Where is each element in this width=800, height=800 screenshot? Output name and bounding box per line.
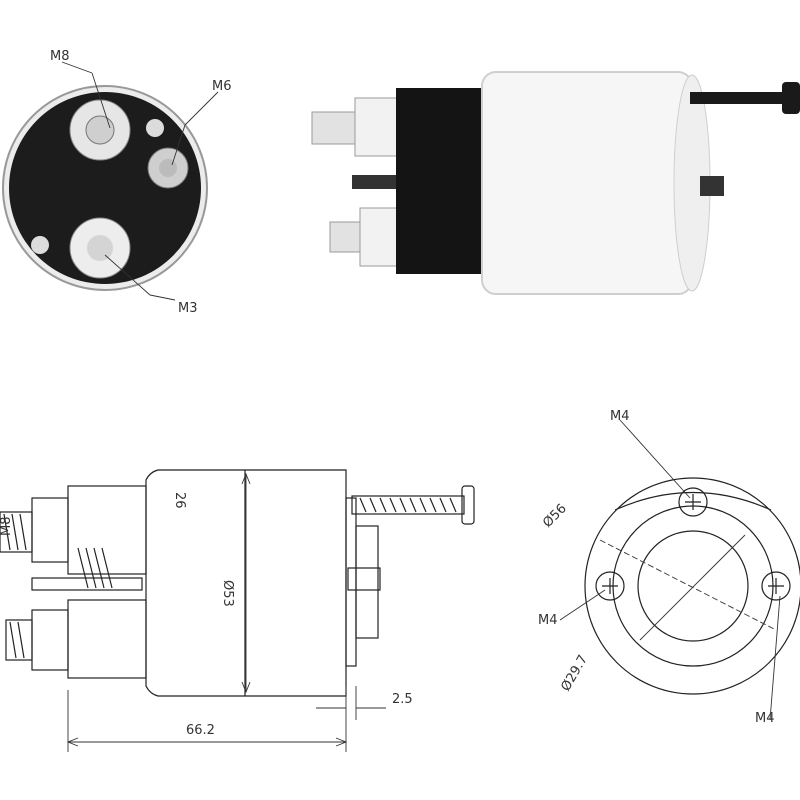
- dim-dia-29-7: Ø29.7: [558, 653, 591, 694]
- dim-gap-2-5: 2.5: [392, 692, 413, 707]
- front-view-drawing: M4 M4 M4 Ø56 Ø29.7: [538, 409, 800, 726]
- dim-length-66-2: 66.2: [186, 723, 215, 738]
- dim-dia-56: Ø56: [540, 501, 570, 531]
- label-m3: M3: [178, 301, 198, 316]
- label-m4-top: M4: [610, 409, 630, 424]
- screw-right: [761, 571, 791, 601]
- side-view-photo: [311, 71, 800, 295]
- side-view-drawing: Ø53 26 2.5 66.2 M8: [0, 469, 475, 752]
- label-m8-side: M8: [0, 517, 14, 537]
- label-m4-left: M4: [538, 613, 558, 628]
- screw-left: [595, 571, 625, 601]
- screw-top: [678, 487, 708, 517]
- label-m6: M6: [212, 79, 232, 94]
- label-m8: M8: [50, 49, 70, 64]
- label-m4-right: M4: [755, 711, 775, 726]
- end-view-photo: M8 M6 M3: [2, 49, 232, 316]
- dim-dia-53: Ø53: [220, 580, 235, 607]
- dim-26: 26: [172, 492, 187, 509]
